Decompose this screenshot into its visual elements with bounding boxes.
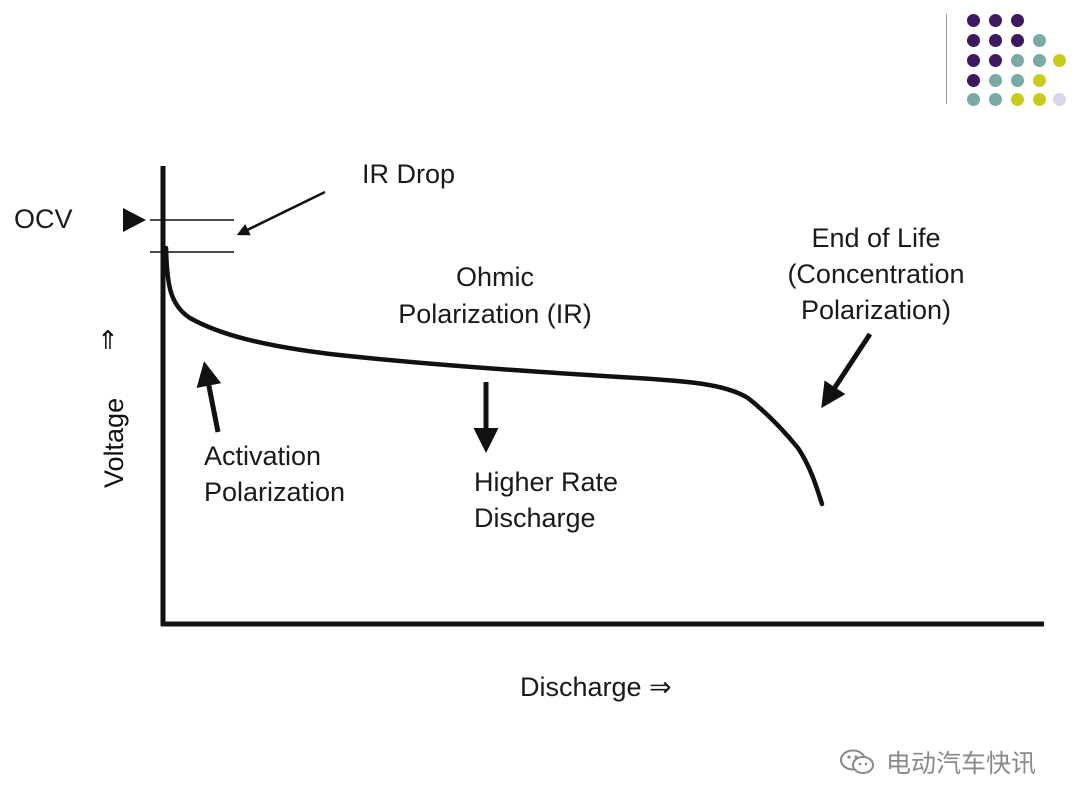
dot: [989, 54, 1002, 67]
dot: [989, 34, 1002, 47]
dot: [989, 14, 1002, 27]
dot: [967, 74, 980, 87]
ohmic-label-line2: Polarization (IR): [398, 299, 592, 329]
ocv-label: OCV: [14, 204, 73, 234]
dot: [989, 93, 1002, 106]
y-axis-arrow: ⇑: [97, 325, 119, 355]
dot: [1011, 14, 1024, 27]
dot: [1033, 74, 1046, 87]
dot: [1011, 54, 1024, 67]
higher-rate-label-line2: Discharge: [474, 503, 596, 533]
ocv-marker: [123, 208, 146, 232]
activation-label-line2: Polarization: [204, 477, 346, 507]
dot: [967, 14, 980, 27]
end-of-life-label-line3: Polarization): [800, 295, 952, 325]
activation-label-line1: Activation: [204, 441, 322, 471]
dot: [1033, 93, 1046, 106]
wechat-icon: [840, 749, 874, 774]
discharge-curve: [163, 245, 825, 507]
dot: [1011, 93, 1024, 106]
dot: [967, 34, 980, 47]
ir-drop-label: IR Drop: [362, 159, 456, 189]
end-of-life-label-line1: End of Life: [811, 223, 941, 253]
dot: [967, 93, 980, 106]
dot: [1053, 93, 1066, 106]
higher-rate-label-line1: Higher Rate: [474, 467, 619, 497]
dot: [1011, 34, 1024, 47]
activation-arrow: [196, 361, 222, 433]
ir-drop-arrow: [236, 190, 326, 236]
dot: [1033, 34, 1046, 47]
dot: [967, 54, 980, 67]
watermark-text: 电动汽车快讯: [886, 749, 1037, 778]
x-axis-label: Discharge ⇒: [520, 672, 672, 702]
dot: [1053, 54, 1066, 67]
dot: [1011, 74, 1024, 87]
end-of-life-arrow: [821, 332, 873, 409]
watermark: 电动汽车快讯: [838, 744, 1036, 780]
end-of-life-label-line2: (Concentration: [787, 259, 965, 289]
dot: [989, 74, 1002, 87]
ohmic-label-line1: Ohmic: [455, 262, 534, 292]
dot: [1033, 54, 1046, 67]
decorative-divider: [946, 14, 947, 104]
